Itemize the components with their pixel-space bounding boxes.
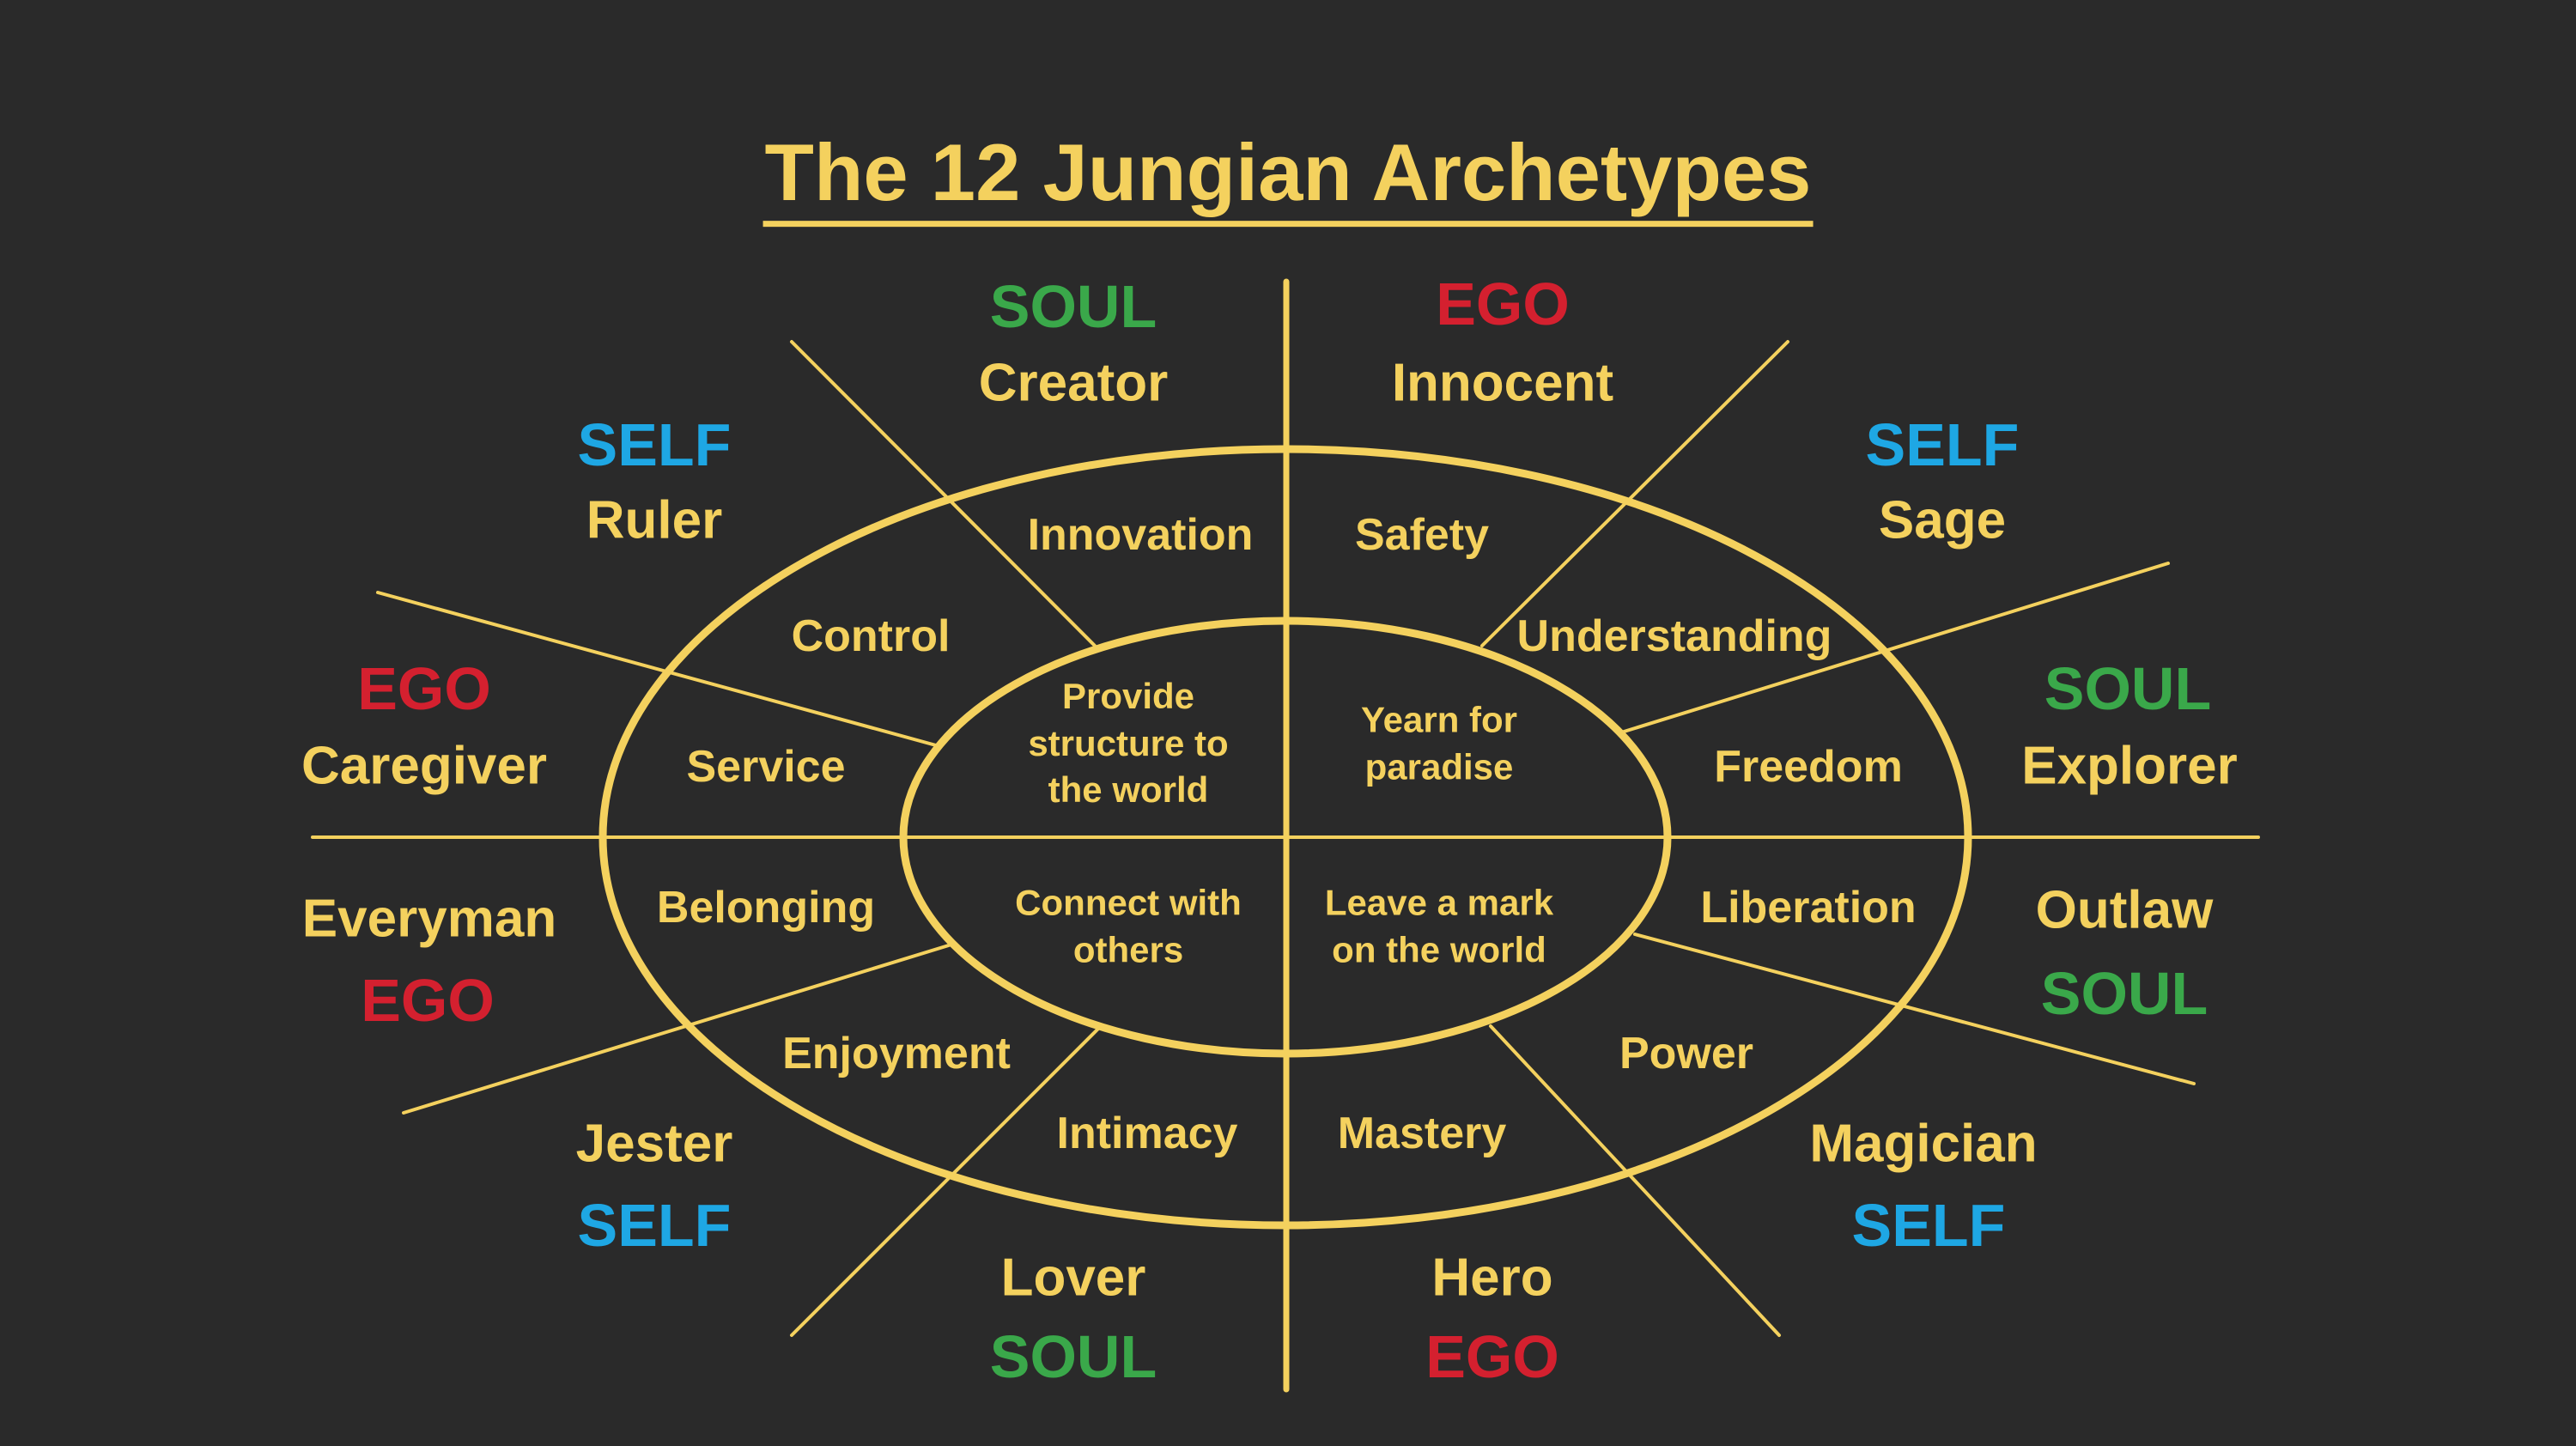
archetype-label-innocent: Innocent	[1391, 353, 1614, 413]
archetype-label-creator: Creator	[978, 353, 1169, 413]
group-label-hero: EGO	[1425, 1322, 1559, 1390]
page-title: The 12 Jungian Archetypes	[762, 130, 1814, 227]
group-label-innocent: EGO	[1436, 270, 1570, 337]
archetype-label-jester: Jester	[575, 1114, 733, 1174]
archetype-label-everyman: Everyman	[301, 889, 557, 949]
spoke-bottom-right	[1489, 1024, 1781, 1337]
group-label-explorer: SOUL	[2044, 654, 2212, 722]
motivation-understanding: Understanding	[1516, 611, 1832, 661]
archetype-label-ruler: Ruler	[586, 490, 723, 550]
quadrant-top-left: Provide structure to the world	[1028, 676, 1229, 811]
spoke-top-right	[1480, 340, 1789, 647]
archetype-label-caregiver: Caregiver	[301, 736, 548, 796]
group-label-outlaw: SOUL	[2040, 959, 2208, 1027]
archetype-label-sage: Sage	[1878, 490, 2007, 550]
inner-ellipse	[899, 617, 1672, 1058]
archetype-label-hero: Hero	[1431, 1248, 1553, 1308]
archetype-label-explorer: Explorer	[2021, 736, 2238, 796]
group-label-lover: SOUL	[989, 1322, 1157, 1390]
motivation-intimacy: Intimacy	[1056, 1108, 1238, 1158]
outer-ellipse	[598, 445, 1972, 1230]
spoke-upper-left	[376, 591, 938, 747]
group-label-everyman: EGO	[361, 966, 495, 1034]
archetype-label-lover: Lover	[1000, 1248, 1146, 1308]
quadrant-bottom-right: Leave a mark on the world	[1324, 882, 1554, 969]
group-label-magician: SELF	[1851, 1191, 2006, 1259]
spoke-top-left	[790, 340, 1097, 647]
group-label-sage: SELF	[1865, 410, 2020, 478]
archetype-label-magician: Magician	[1809, 1114, 2038, 1174]
motivation-belonging: Belonging	[656, 882, 876, 933]
spoke-bottom-left	[790, 1024, 1103, 1337]
spoke-lower-right	[1633, 933, 2196, 1085]
motivation-power: Power	[1619, 1028, 1754, 1078]
group-label-caregiver: EGO	[357, 654, 491, 722]
motivation-innovation: Innovation	[1027, 509, 1254, 560]
spoke-upper-right	[1619, 562, 2170, 734]
motivation-enjoyment: Enjoyment	[782, 1028, 1011, 1078]
quadrant-bottom-left: Connect with others	[1015, 882, 1242, 969]
motivation-service: Service	[686, 741, 846, 792]
group-label-creator: SOUL	[989, 272, 1157, 340]
motivation-freedom: Freedom	[1714, 741, 1903, 792]
quadrant-top-right: Yearn for paradise	[1360, 699, 1518, 787]
archetype-label-outlaw: Outlaw	[2035, 880, 2214, 940]
motivation-safety: Safety	[1354, 509, 1490, 560]
group-label-ruler: SELF	[577, 410, 732, 478]
spoke-lower-left	[402, 943, 953, 1115]
group-label-jester: SELF	[577, 1191, 732, 1259]
motivation-mastery: Mastery	[1337, 1108, 1507, 1158]
motivation-liberation: Liberation	[1700, 882, 1917, 933]
motivation-control: Control	[791, 611, 951, 661]
